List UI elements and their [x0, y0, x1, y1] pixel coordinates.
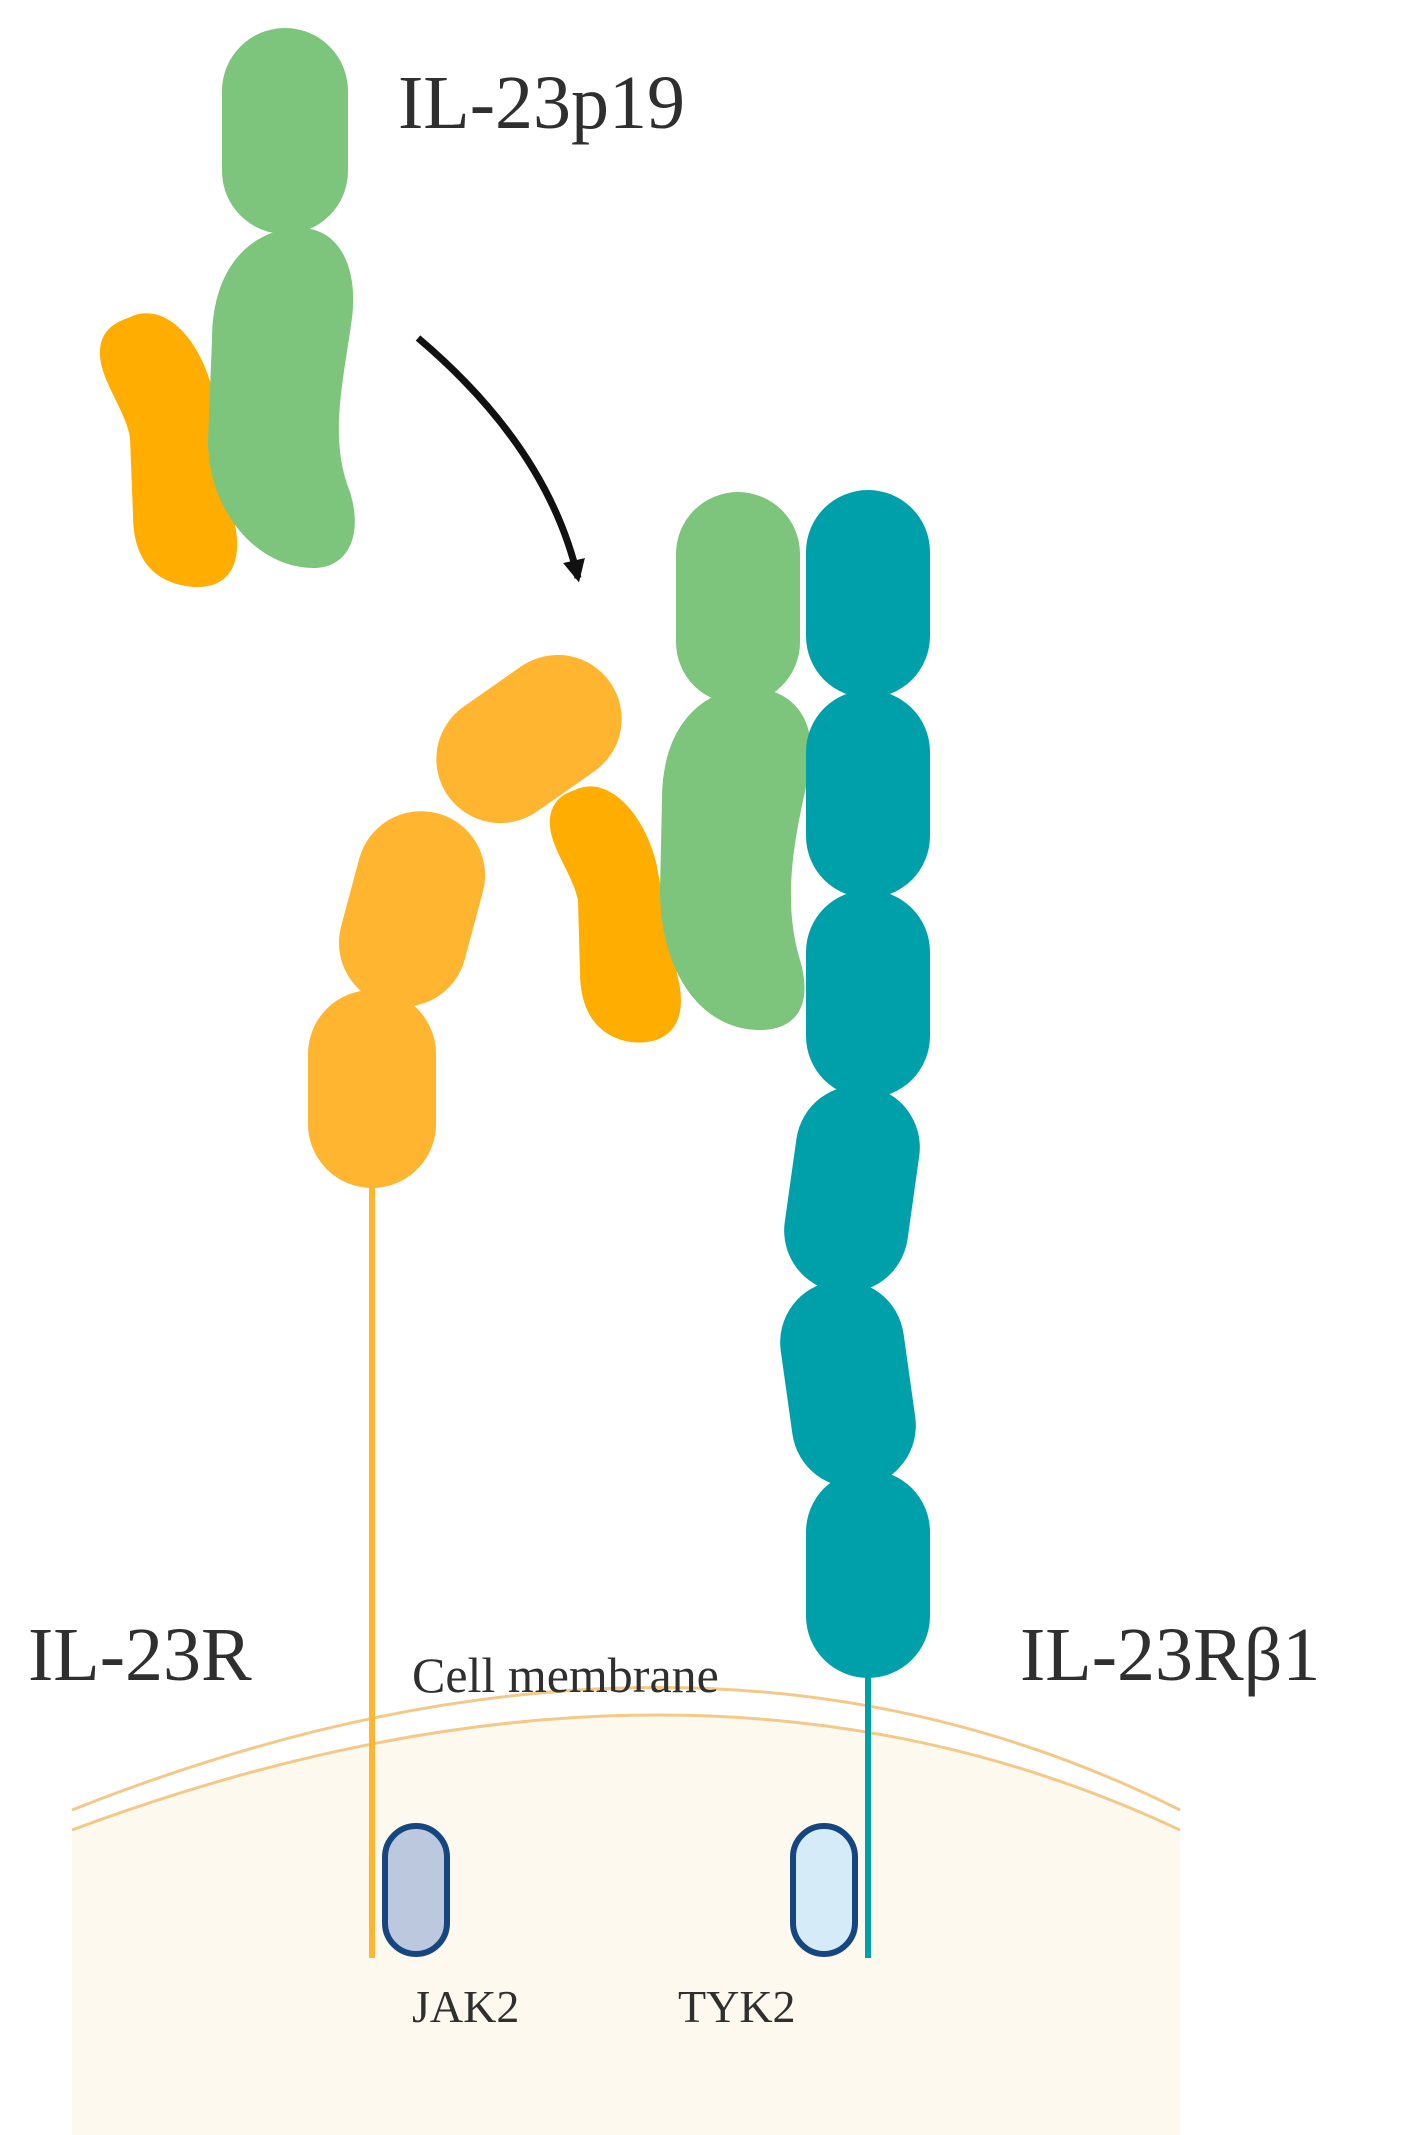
il23rb1-domain-4: [784, 1085, 920, 1293]
jak2-label: JAK2: [412, 1981, 519, 2032]
il23rb1-label: IL-23Rβ1: [1020, 1613, 1320, 1697]
free-il23-p19-top-domain: [222, 28, 348, 234]
cell-membrane-label: Cell membrane: [412, 1647, 719, 1703]
free-il23-p19-bottom-domain: [208, 228, 355, 568]
il23r-domain-3: [436, 654, 622, 824]
il23rb1-domain-1: [806, 490, 930, 698]
il23rb1-domain-2: [806, 690, 930, 898]
il23r-domain-1: [308, 990, 436, 1188]
il23rb1-domain-6: [806, 1470, 930, 1678]
bound-il23-p40-subunit: [549, 786, 681, 1043]
il23r-domain-2: [338, 811, 486, 1007]
il23rb1-domain-3: [806, 890, 930, 1098]
bound-il23-p19-bottom-domain: [660, 688, 812, 1030]
membrane-inner-line: [71, 1713, 1181, 1832]
binding-arrow: [415, 335, 585, 583]
il23r-label: IL-23R: [28, 1613, 252, 1697]
il23p19-label: IL-23p19: [398, 61, 685, 145]
tyk2-label: TYK2: [678, 1981, 796, 2032]
il23rb1-domain-5: [780, 1280, 916, 1488]
tyk2-kinase: [790, 1823, 858, 1957]
membrane-outer-line: [71, 1686, 1181, 1812]
free-il23-p40-subunit: [99, 313, 238, 588]
jak2-kinase: [382, 1823, 450, 1957]
cytoplasm: [72, 1715, 1180, 2135]
bound-il23-p19-top-domain: [676, 492, 800, 704]
